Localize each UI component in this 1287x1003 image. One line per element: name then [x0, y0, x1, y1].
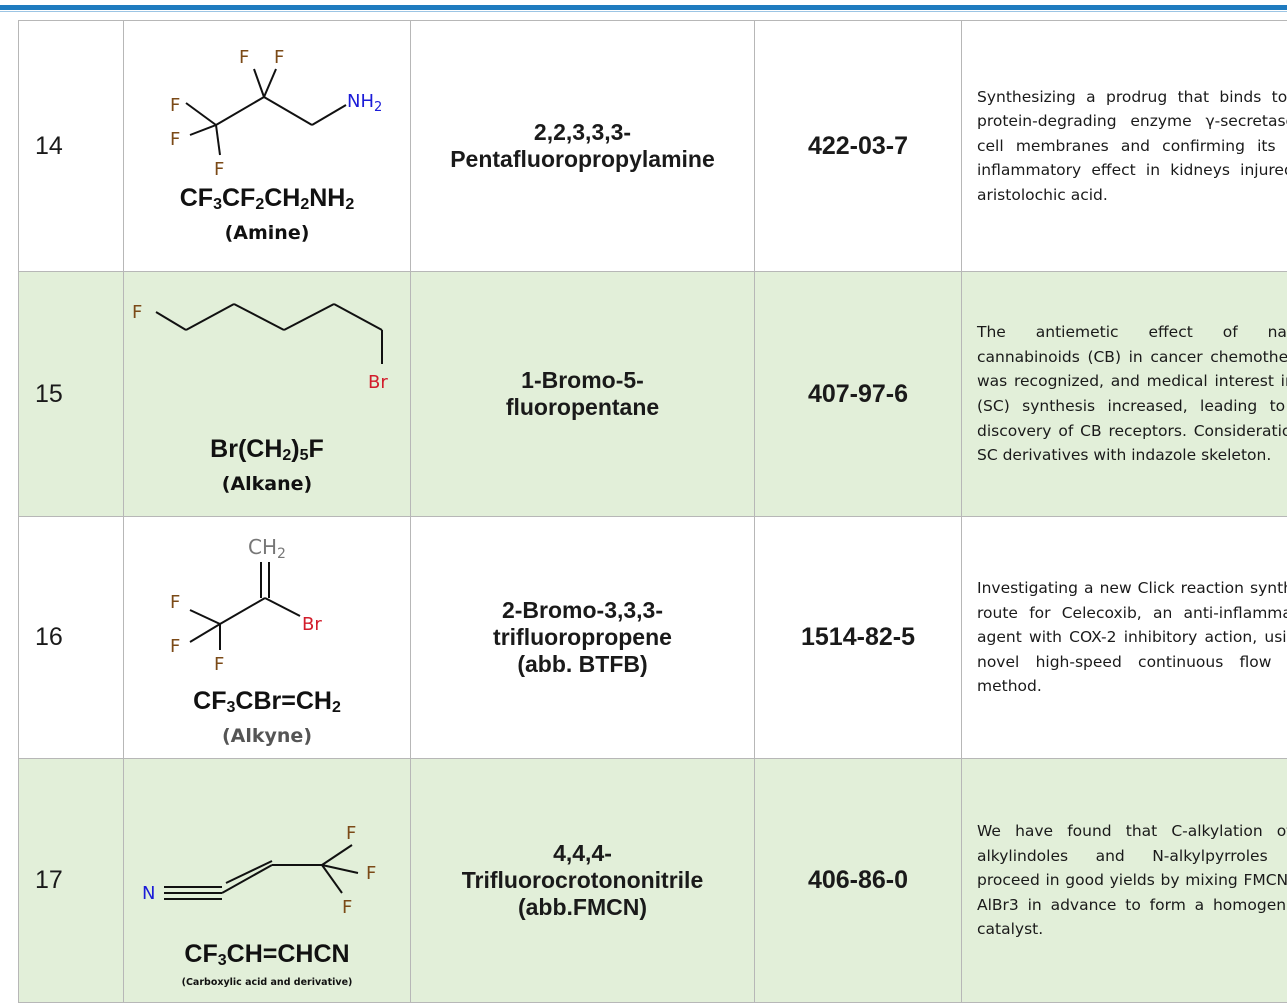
- structure-diagram-14: F F F F F NH2: [124, 33, 410, 183]
- atom-f: F: [214, 654, 224, 675]
- compound-class: (Alkyne): [124, 723, 410, 749]
- structure-diagram-16: CH2 F F F Br: [124, 526, 410, 686]
- header-rule: [0, 0, 1287, 14]
- header-rule-line: [0, 11, 1287, 12]
- compound-name: 1-Bromo-5-fluoropentane: [411, 272, 755, 517]
- row-number: 15: [19, 272, 124, 517]
- row-number: 17: [19, 759, 124, 1003]
- molecular-formula: Br(CH2)5F: [124, 434, 410, 471]
- compound-table: 14 F F F F F NH2: [18, 20, 1287, 1003]
- cas-number: 407-97-6: [755, 272, 962, 517]
- structure-14: F F F F F NH2 CF3CF2CH2NH2 (Amine): [124, 33, 410, 260]
- atom-f: F: [274, 47, 284, 68]
- table-row: 17 N F F F CF3CH=CHCN: [19, 759, 1287, 1003]
- table-row: 16 CH2 F F F Br CF3CBr=CH2: [19, 517, 1287, 759]
- atom-f: F: [170, 129, 180, 150]
- structure-cell: F F F F F NH2 CF3CF2CH2NH2 (Amine): [124, 21, 411, 272]
- description: We have found that C-alkylation of N-alk…: [962, 759, 1287, 1003]
- structure-cell: CH2 F F F Br CF3CBr=CH2 (Alkyne): [124, 517, 411, 759]
- atom-nh2: NH2: [347, 91, 382, 115]
- row-number: 16: [19, 517, 124, 759]
- structure-15: F Br Br(CH2)5F (Alkane): [124, 284, 410, 505]
- atom-f: F: [366, 863, 376, 884]
- molecular-formula: CF3CF2CH2NH2: [124, 183, 410, 220]
- structure-diagram-15: F Br: [124, 284, 410, 434]
- table-row: 15 F Br Br(CH2)5F (Alkane) 1-Bromo-5: [19, 272, 1287, 517]
- atom-f: F: [342, 897, 352, 918]
- molecular-formula: CF3CH=CHCN: [124, 939, 410, 976]
- compound-class: (Alkane): [124, 471, 410, 497]
- structure-16: CH2 F F F Br CF3CBr=CH2 (Alkyne): [124, 526, 410, 749]
- atom-f: F: [170, 636, 180, 657]
- description: Synthesizing a prodrug that binds to the…: [962, 21, 1287, 272]
- atom-f: F: [214, 159, 224, 180]
- atom-br: Br: [368, 372, 388, 393]
- compound-name: 4,4,4-Trifluorocrotononitrile(abb.FMCN): [411, 759, 755, 1003]
- atom-f: F: [346, 823, 356, 844]
- compound-name: 2-Bromo-3,3,3-trifluoropropene(abb. BTFB…: [411, 517, 755, 759]
- structure-diagram-17: N F F F: [124, 771, 410, 939]
- compound-class: (Amine): [124, 220, 410, 246]
- cas-number: 406-86-0: [755, 759, 962, 1003]
- description: The antiemetic effect of natural cannabi…: [962, 272, 1287, 517]
- atom-br: Br: [302, 614, 322, 635]
- atom-f: F: [132, 302, 142, 323]
- structure-cell: F Br Br(CH2)5F (Alkane): [124, 272, 411, 517]
- atom-f: F: [170, 95, 180, 116]
- structure-cell: N F F F CF3CH=CHCN (Carboxylic acid and …: [124, 759, 411, 1003]
- header-rule-bar: [0, 5, 1287, 10]
- cas-number: 422-03-7: [755, 21, 962, 272]
- compound-class: (Carboxylic acid and derivative): [124, 976, 410, 990]
- row-number: 14: [19, 21, 124, 272]
- structure-17: N F F F CF3CH=CHCN (Carboxylic acid and …: [124, 771, 410, 990]
- atom-ch2: CH2: [248, 535, 286, 562]
- cas-number: 1514-82-5: [755, 517, 962, 759]
- atom-f: F: [170, 592, 180, 613]
- description: Investigating a new Click reaction synth…: [962, 517, 1287, 759]
- molecular-formula: CF3CBr=CH2: [124, 686, 410, 723]
- compound-name: 2,2,3,3,3-Pentafluoropropylamine: [411, 21, 755, 272]
- atom-n: N: [142, 883, 155, 904]
- table-row: 14 F F F F F NH2: [19, 21, 1287, 272]
- atom-f: F: [239, 47, 249, 68]
